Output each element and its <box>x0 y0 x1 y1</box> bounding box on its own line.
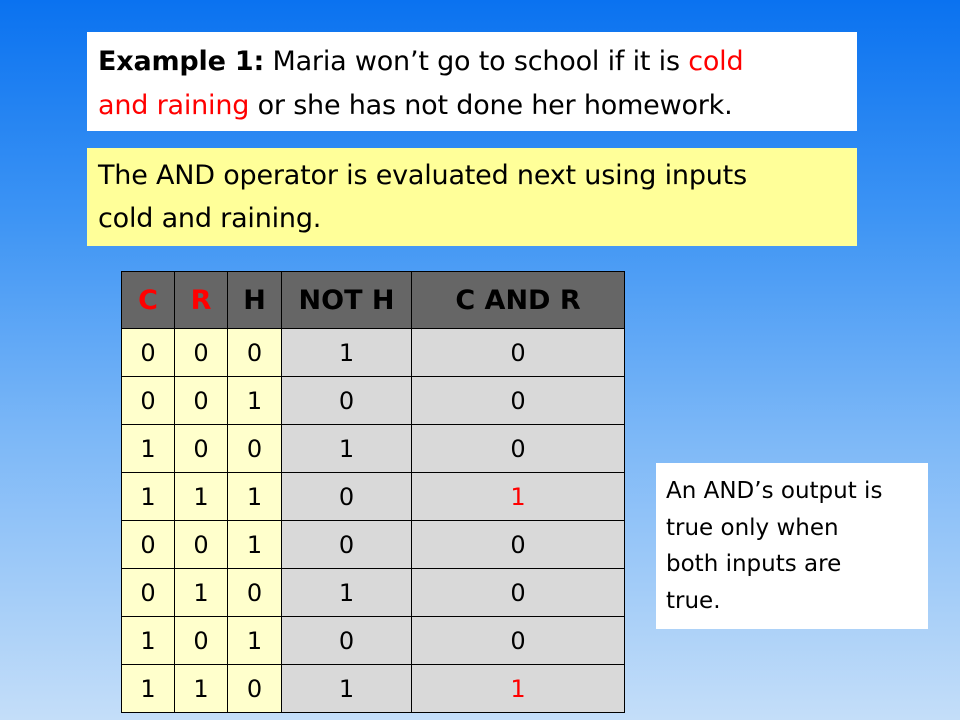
and-operator-note: The AND operator is evaluated next using… <box>87 148 857 246</box>
cell-r: 0 <box>174 424 228 473</box>
table-row: 1 1 0 1 1 <box>121 664 625 713</box>
cell-h: 0 <box>227 328 282 377</box>
cell-c: 0 <box>121 328 175 377</box>
and-note-line-2: cold and raining. <box>98 203 322 234</box>
cell-r: 0 <box>174 520 228 569</box>
cell-r: 1 <box>174 472 228 521</box>
cell-not-h: 1 <box>281 568 412 617</box>
cell-not-h: 0 <box>281 376 412 425</box>
cell-c-and-r: 0 <box>411 616 625 665</box>
cell-h: 0 <box>227 664 282 713</box>
note-line: An AND’s output is <box>666 478 883 504</box>
table-row: 1 1 1 0 1 <box>121 472 625 521</box>
header-c-and-r: C AND R <box>411 271 625 329</box>
cell-c: 1 <box>121 664 175 713</box>
example-line-1: Example 1: Maria won’t go to school if i… <box>98 40 857 84</box>
example-line-2: and raining or she has not done her home… <box>98 84 857 128</box>
table-row: 0 1 0 1 0 <box>121 568 625 617</box>
table-row: 1 0 0 1 0 <box>121 424 625 473</box>
example-text-2: or she has not done her homework. <box>249 90 733 121</box>
cell-r: 1 <box>174 568 228 617</box>
note-line: both inputs are <box>666 551 842 577</box>
cell-c-and-r: 0 <box>411 568 625 617</box>
cell-c: 0 <box>121 376 175 425</box>
cell-h: 1 <box>227 520 282 569</box>
cell-c-and-r-true: 1 <box>411 472 625 521</box>
example-text-1: Maria won’t go to school if it is <box>264 46 689 77</box>
table-row: 0 0 1 0 0 <box>121 376 625 425</box>
cell-r: 0 <box>174 616 228 665</box>
cell-not-h: 0 <box>281 616 412 665</box>
note-line: true. <box>666 587 721 614</box>
cell-h: 1 <box>227 472 282 521</box>
header-not-h: NOT H <box>281 271 412 329</box>
cell-c-and-r: 0 <box>411 424 625 473</box>
cell-r: 0 <box>174 328 228 377</box>
header-h: H <box>227 271 282 329</box>
cell-c-and-r: 0 <box>411 328 625 377</box>
cell-h: 0 <box>227 424 282 473</box>
cell-not-h: 1 <box>281 664 412 713</box>
cell-h: 1 <box>227 616 282 665</box>
cell-r: 0 <box>174 376 228 425</box>
cell-not-h: 1 <box>281 424 412 473</box>
cell-not-h: 0 <box>281 472 412 521</box>
note-line: true only when <box>666 514 839 541</box>
table-row: 0 0 0 1 0 <box>121 328 625 377</box>
cell-c-and-r: 0 <box>411 376 625 425</box>
table-row: 1 0 1 0 0 <box>121 616 625 665</box>
cell-not-h: 1 <box>281 328 412 377</box>
cell-h: 1 <box>227 376 282 425</box>
cell-c: 1 <box>121 472 175 521</box>
cell-c: 1 <box>121 424 175 473</box>
example-box: Example 1: Maria won’t go to school if i… <box>87 32 857 131</box>
and-output-note: An AND’s output is true only when both i… <box>656 463 928 629</box>
cell-h: 0 <box>227 568 282 617</box>
example-label: Example 1: <box>98 46 265 77</box>
and-note-line-1: The AND operator is evaluated next using… <box>98 160 747 191</box>
header-r: R <box>174 271 228 329</box>
cell-c: 0 <box>121 568 175 617</box>
table-header-row: C R H NOT H C AND R <box>121 271 625 329</box>
cell-c: 1 <box>121 616 175 665</box>
truth-table: C R H NOT H C AND R 0 0 0 1 0 0 0 1 0 0 … <box>121 271 625 713</box>
cell-c-and-r-true: 1 <box>411 664 625 713</box>
example-highlight-cold: cold <box>688 46 744 77</box>
cell-not-h: 0 <box>281 520 412 569</box>
cell-r: 1 <box>174 664 228 713</box>
cell-c: 0 <box>121 520 175 569</box>
cell-c-and-r: 0 <box>411 520 625 569</box>
header-c: C <box>121 271 175 329</box>
table-row: 0 0 1 0 0 <box>121 520 625 569</box>
example-highlight-raining: and raining <box>98 90 250 121</box>
